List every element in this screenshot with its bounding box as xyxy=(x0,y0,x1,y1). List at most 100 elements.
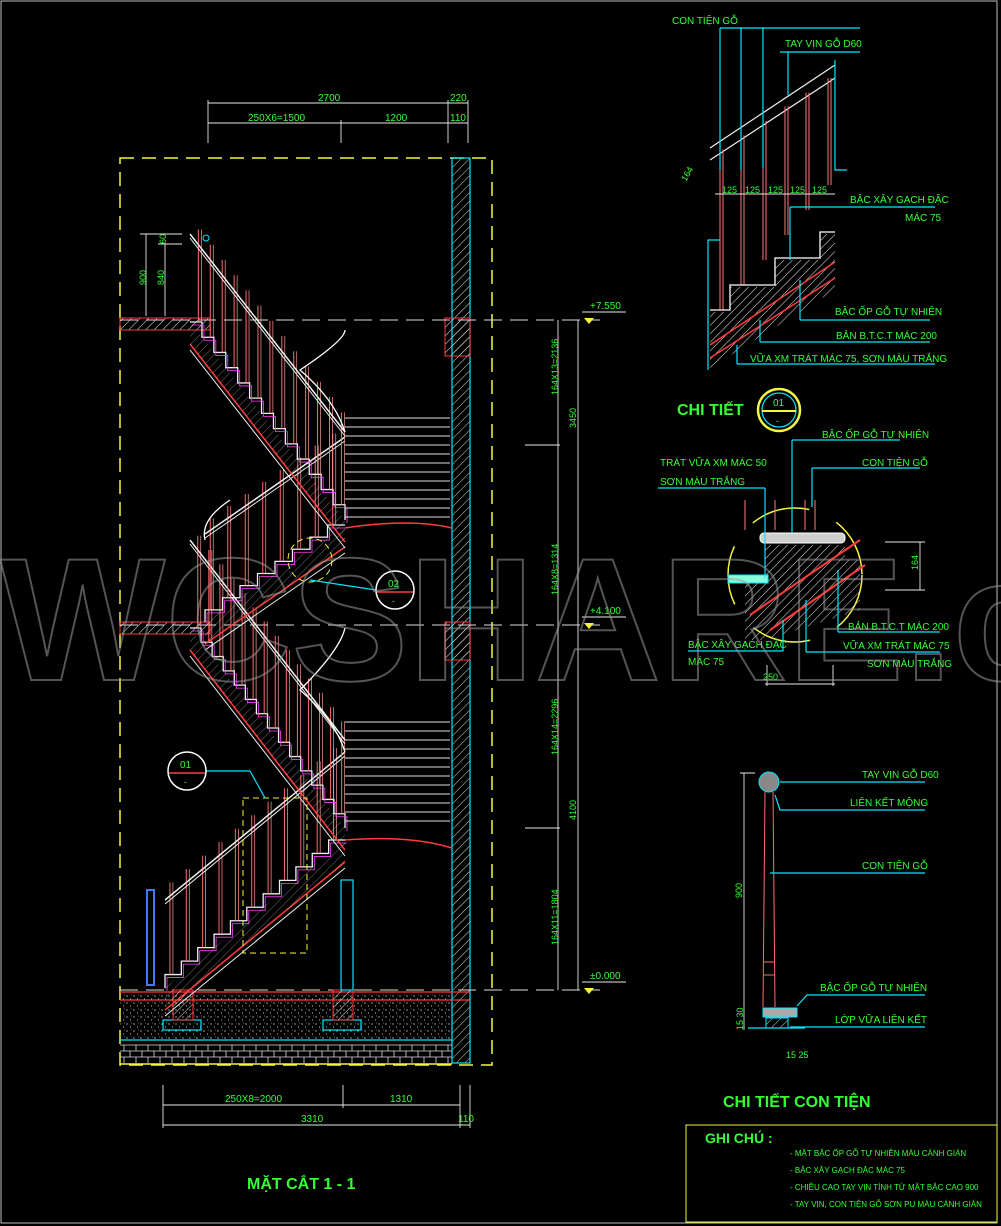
stair-soffit xyxy=(204,552,346,651)
d2-leader xyxy=(811,467,920,507)
stair-flight xyxy=(189,229,348,549)
wall xyxy=(451,157,471,1064)
dim-wall-half-top: 110 xyxy=(450,113,466,124)
dim-lower-b: 164X11=1804 xyxy=(550,889,560,945)
d2-label-plaster50-2: SƠN MÀU TRẮNG xyxy=(660,475,745,488)
stair-steps xyxy=(164,839,345,988)
d2-riser: 164 xyxy=(910,555,920,570)
dim-upper-b: 164X8=1314 xyxy=(550,544,560,595)
dim-lower-a: 164X14=2296 xyxy=(550,699,560,755)
d2-label-plaster75-1: VỮA XM TRÁT MÁC 75 xyxy=(843,639,950,652)
d2-dim-riser xyxy=(885,541,925,591)
d3-dim-height xyxy=(740,772,755,1030)
callout-02-number: 02 xyxy=(388,579,400,590)
level-7550: +7.550 xyxy=(590,301,621,312)
d3-leader xyxy=(774,794,925,811)
dim-upper-total: 3450 xyxy=(568,408,578,428)
dim-wall-top: 220 xyxy=(450,93,467,104)
stair-soffit xyxy=(164,867,346,1017)
d1-leader xyxy=(719,27,860,170)
stair-hatch xyxy=(190,322,345,542)
landing-slab xyxy=(344,522,453,529)
landing-treads xyxy=(344,417,453,849)
handrail xyxy=(189,543,346,745)
dim-landing-bottom: 1310 xyxy=(390,1094,413,1105)
d1-riser: 164 xyxy=(679,165,695,183)
handrail xyxy=(204,440,346,539)
d2-label-slab: BẢN B.T.C.T MÁC 200 xyxy=(848,620,949,633)
handrail xyxy=(189,233,346,433)
stair-hatch xyxy=(205,525,345,644)
callout-02[interactable]: 02 - xyxy=(309,570,415,610)
section-boundary xyxy=(119,157,493,1066)
detail-01-marker xyxy=(242,797,308,954)
d2-label-wood: BẬC ỐP GỖ TỰ NHIÊN xyxy=(822,427,929,441)
d2-dim-tread xyxy=(765,665,835,686)
stair-hatch xyxy=(165,840,345,1010)
d3-baluster-ring xyxy=(763,961,775,976)
handrail-end xyxy=(202,234,210,242)
floor-slabs xyxy=(119,317,600,991)
d2-label-brick-1: BẬC XÂY GẠCH ĐẶC xyxy=(688,638,787,651)
d3-baluster xyxy=(772,791,776,1008)
note-item: - BẬC XÂY GẠCH ĐẶC MÁC 75 xyxy=(790,1166,906,1175)
d2-leader xyxy=(688,620,784,652)
d3-left-dims: 15 30 xyxy=(735,1007,745,1030)
level-0000: ±0.000 xyxy=(590,971,621,982)
d1-handrail xyxy=(709,77,836,161)
detail-01: CON TIỆN GỖ TAY VỊN GỖ D60 164 125 125 1… xyxy=(672,14,949,433)
d1-callout-number: 01 xyxy=(773,398,785,409)
stair-hatch xyxy=(190,628,345,850)
d3-baluster xyxy=(762,791,766,1008)
d1-leader xyxy=(789,206,935,260)
d1-slab xyxy=(709,261,836,346)
d1-label-brick-1: BẬC XÂY GẠCH ĐẶC xyxy=(850,193,949,206)
d2-leader xyxy=(658,487,766,578)
d1-label-brick-2: MÁC 75 xyxy=(905,211,942,224)
main-section: 2700 220 250X6=1500 1200 110 900 840 60 … xyxy=(119,93,626,1193)
d3-handrail-section xyxy=(758,771,780,793)
stair-flight xyxy=(204,433,347,651)
d3-leader xyxy=(796,994,925,1007)
d1-spacing-1: 125 xyxy=(722,185,737,195)
callout-01[interactable]: 01 - xyxy=(167,751,266,799)
notes-title: GHI CHÚ : xyxy=(705,1129,773,1146)
d3-label-baluster: CON TIỆN GỖ xyxy=(862,859,928,872)
dim-rail-60: 60 xyxy=(158,234,168,244)
handrail-turn xyxy=(299,627,346,753)
d1-slab xyxy=(709,277,836,359)
d2-leader xyxy=(791,439,900,533)
d1-leader xyxy=(759,320,930,343)
d3-height: 900 xyxy=(734,883,744,898)
d2-leader xyxy=(837,570,940,633)
handrail xyxy=(189,237,346,437)
d1-callout: 01 - xyxy=(756,387,802,433)
callout-01-number: 01 xyxy=(180,760,192,771)
level-4100: +4.100 xyxy=(590,606,621,617)
section-title: MẶT CẮT 1 - 1 xyxy=(247,1174,356,1193)
bottom-dimensions: 250X8=2000 1310 3310 110 xyxy=(162,1085,474,1128)
landing-slab xyxy=(344,837,453,849)
d1-callout-sub: - xyxy=(776,416,779,426)
dim-flight-bottom: 250X8=2000 xyxy=(225,1094,282,1105)
dim-wall-bottom: 110 xyxy=(458,1114,474,1125)
note-item: - TAY VỊN, CON TIỆN GỖ SƠN PU MÀU CÁNH G… xyxy=(790,1200,982,1209)
d2-label-brick-2: MÁC 75 xyxy=(688,655,725,668)
level-marker: +7.550 +4.100 ±0.000 xyxy=(582,301,626,994)
handrail-turn xyxy=(203,499,231,541)
d2-hatch xyxy=(745,545,860,640)
d3-label-mortar: LỚP VỮA LIÊN KẾT xyxy=(835,1013,927,1026)
handrail-turn xyxy=(298,329,346,433)
handrail xyxy=(164,755,346,905)
callout-02-sub: - xyxy=(392,596,395,606)
stair-steps xyxy=(190,321,346,520)
notes-box: GHI CHÚ : - MẶT BẬC ỐP GỖ TỰ NHIÊN MÀU C… xyxy=(685,1124,998,1223)
d1-leader xyxy=(799,280,930,321)
note-item: - MẶT BẬC ỐP GỖ TỰ NHIÊN MÀU CÁNH GIÁN xyxy=(790,1148,966,1158)
d1-label-wood: BẬC ỐP GỖ TỰ NHIÊN xyxy=(835,304,942,318)
rail-dimensions: 900 840 60 xyxy=(138,233,182,316)
d2-wood-tread xyxy=(727,574,769,584)
d1-break xyxy=(834,60,847,171)
d1-spacing-4: 125 xyxy=(790,185,805,195)
